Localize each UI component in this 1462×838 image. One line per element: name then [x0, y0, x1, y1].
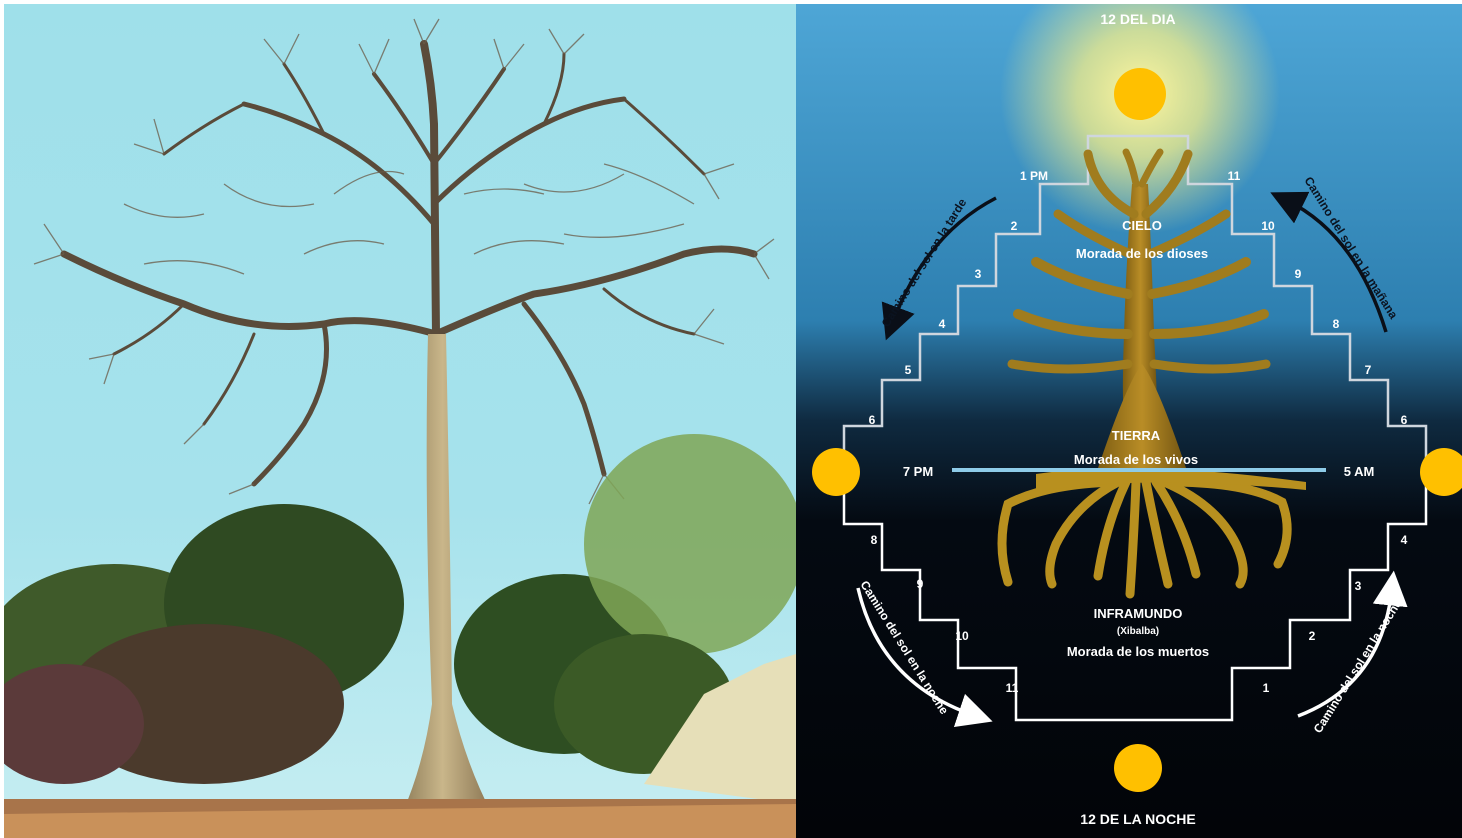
- sunset-label: 7 PM: [903, 464, 933, 479]
- midnight-label: 12 DE LA NOCHE: [1080, 811, 1195, 827]
- sky-title: CIELO: [1122, 218, 1162, 233]
- hour-label: 3: [1355, 579, 1362, 593]
- hour-label: 7: [1365, 363, 1372, 377]
- earth-subtitle: Morada de los vivos: [1074, 452, 1198, 467]
- noon-label: 12 DEL DIA: [1100, 11, 1175, 27]
- hour-label: 4: [1401, 533, 1408, 547]
- underworld-subtitle: Morada de los muertos: [1067, 644, 1209, 659]
- ceiba-tree-photo: [4, 4, 796, 838]
- sun-midnight-icon: [1114, 744, 1162, 792]
- hour-label: 11: [1006, 681, 1019, 695]
- hour-label: 3: [975, 267, 982, 281]
- maya-cosmos-diagram: Camino del sol en la tarde Camino del so…: [796, 4, 1462, 838]
- hour-label: 6: [869, 413, 876, 427]
- ceiba-tree-illustration: [4, 4, 796, 838]
- sun-noon-icon: [1114, 68, 1166, 120]
- hour-label: 2: [1309, 629, 1316, 643]
- earth-title: TIERRA: [1112, 428, 1161, 443]
- hour-label: 11: [1228, 169, 1241, 183]
- hour-label: 8: [871, 533, 878, 547]
- underworld-title: INFRAMUNDO: [1094, 606, 1183, 621]
- sunrise-label: 5 AM: [1344, 464, 1375, 479]
- hour-label: 10: [955, 629, 969, 643]
- sky-subtitle: Morada de los dioses: [1076, 246, 1208, 261]
- sun-west-icon: [812, 448, 860, 496]
- hour-label: 2: [1011, 219, 1018, 233]
- hour-label: 1: [1263, 681, 1270, 695]
- hour-label: 9: [917, 577, 924, 591]
- hour-label: 10: [1261, 219, 1275, 233]
- hour-label: 4: [939, 317, 946, 331]
- hour-label: 1 PM: [1020, 169, 1048, 183]
- hour-label: 5: [905, 363, 912, 377]
- hour-label: 6: [1401, 413, 1408, 427]
- hour-label: 9: [1295, 267, 1302, 281]
- hour-label: 8: [1333, 317, 1340, 331]
- cosmos-svg: Camino del sol en la tarde Camino del so…: [796, 4, 1462, 838]
- underworld-alias: (Xibalba): [1117, 626, 1159, 637]
